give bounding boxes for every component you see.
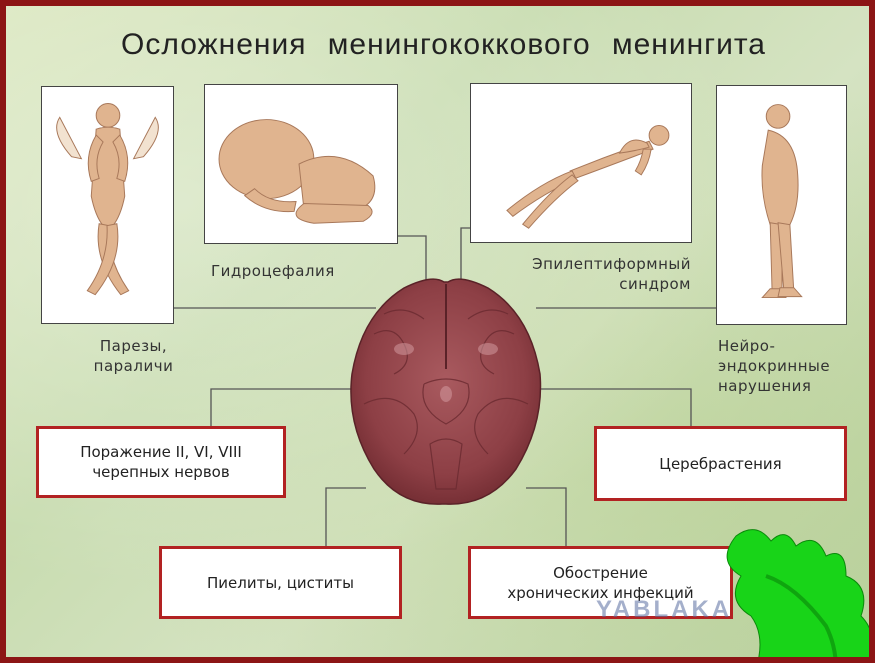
paresis-label-line2: параличи — [86, 356, 181, 376]
neuroendocrine-illustration — [716, 85, 847, 325]
hydrocephaly-label: Гидроцефалия — [211, 261, 335, 281]
nerves-damage-line1: Поражение II, VI, VIII — [80, 442, 242, 462]
paresis-label: Парезы, параличи — [86, 336, 181, 376]
leaf-decoration-icon — [696, 516, 875, 663]
paresis-label-line1: Парезы, — [86, 336, 181, 356]
neuroendocrine-label: Нейро- эндокринные нарушения — [718, 336, 830, 396]
nerves-damage-box: Поражение II, VI, VIII черепных нервов — [36, 426, 286, 498]
hydrocephaly-illustration — [204, 84, 398, 244]
neuroendocrine-label-line2: эндокринные — [718, 356, 830, 376]
pyelitis-box: Пиелиты, циститы — [159, 546, 402, 619]
connector-cerebrasthenia — [536, 389, 691, 426]
brain-illustration — [344, 274, 548, 510]
neuroendocrine-label-line3: нарушения — [718, 376, 830, 396]
nerves-damage-line2: черепных нервов — [80, 462, 242, 482]
neuroendocrine-label-line1: Нейро- — [718, 336, 830, 356]
epileptiform-label-line1: Эпилептиформный — [501, 254, 691, 274]
epileptiform-illustration — [470, 83, 692, 243]
paresis-illustration — [41, 86, 174, 324]
connector-nerves — [211, 389, 351, 426]
exacerbation-line1: Обострение — [507, 563, 693, 583]
cerebrasthenia-box: Церебрастения — [594, 426, 847, 501]
